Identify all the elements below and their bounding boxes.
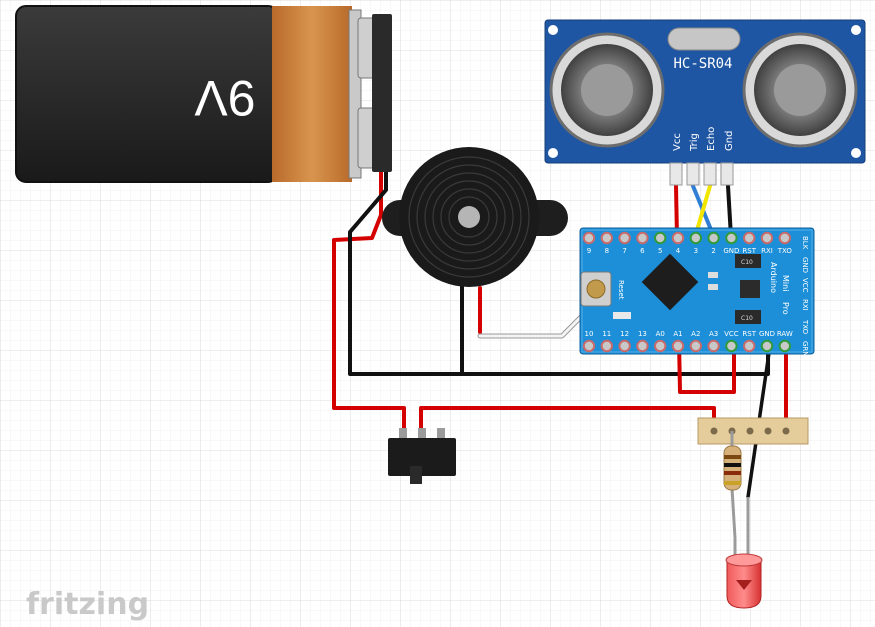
red-led[interactable] bbox=[725, 497, 763, 609]
resistor[interactable] bbox=[723, 431, 742, 539]
arduino-bottom-pin-label: 10 bbox=[585, 330, 594, 338]
arduino-bottom-pin-hole[interactable] bbox=[778, 339, 791, 353]
wire-battery-black[interactable] bbox=[348, 170, 464, 376]
arduino-top-header bbox=[582, 231, 791, 245]
arduino-bottom-pin-label: RAW bbox=[777, 330, 793, 338]
piezo-buzzer[interactable] bbox=[382, 147, 568, 287]
hc-sr04-sensor[interactable]: HC-SR04 Vcc Trig Echo Gnd bbox=[544, 19, 866, 186]
arduino-bottom-pin-hole[interactable] bbox=[671, 339, 685, 353]
arduino-top-pin-label: 4 bbox=[676, 247, 681, 255]
arduino-top-pin-hole[interactable] bbox=[654, 231, 667, 245]
sensor-model: HC-SR04 bbox=[673, 56, 732, 72]
arduino-bottom-pin-label: A1 bbox=[673, 330, 682, 338]
arduino-top-pin-hole[interactable] bbox=[636, 231, 649, 245]
fritzing-logo: fritzing bbox=[26, 587, 149, 622]
sensor-pin-gnd-label: Gnd bbox=[724, 131, 735, 151]
sensor-pin-trig[interactable] bbox=[686, 162, 700, 186]
arduino-bottom-pin-hole[interactable] bbox=[725, 339, 738, 353]
arduino-top-pin-hole[interactable] bbox=[725, 231, 738, 245]
arduino-bottom-pin-hole[interactable] bbox=[743, 339, 756, 353]
sensor-crystal bbox=[667, 27, 741, 51]
arduino-top-pin-hole[interactable] bbox=[707, 231, 720, 245]
arduino-bottom-pin-label: A2 bbox=[691, 330, 700, 338]
sensor-pin-gnd[interactable] bbox=[720, 162, 734, 186]
arduino-top-pin-label: GND bbox=[723, 247, 739, 255]
sensor-transducer-left bbox=[549, 32, 665, 148]
buzzer-center bbox=[458, 206, 480, 228]
arduino-bottom-pin-label: RST bbox=[742, 330, 756, 338]
sensor-pin-echo[interactable] bbox=[703, 162, 717, 186]
arduino-bottom-pin-hole[interactable] bbox=[689, 339, 702, 353]
battery-9v[interactable]: 9V bbox=[15, 5, 392, 183]
reset-label: Reset bbox=[617, 280, 625, 300]
arduino-bottom-pin-label: 11 bbox=[602, 330, 611, 338]
arduino-top-pin-label: RXI bbox=[761, 247, 773, 255]
arduino-bottom-pin-label: A3 bbox=[709, 330, 718, 338]
smd-resistor-3 bbox=[613, 312, 631, 319]
arduino-top-pin-hole[interactable] bbox=[582, 231, 596, 245]
board-text-pro: Pro bbox=[781, 302, 790, 315]
arduino-top-pin-label: 2 bbox=[711, 247, 715, 255]
arduino-right-pin-label: TXO bbox=[801, 319, 809, 335]
arduino-right-pin-label: BLK bbox=[801, 236, 809, 250]
capacitor-1 bbox=[735, 254, 761, 268]
arduino-bottom-pin-label: VCC bbox=[724, 330, 739, 338]
capacitor-1-label: C10 bbox=[741, 259, 753, 266]
slide-switch[interactable] bbox=[388, 428, 456, 484]
arduino-bottom-pin-label: 13 bbox=[638, 330, 647, 338]
smd-resistor-2 bbox=[708, 284, 718, 290]
arduino-top-pin-hole[interactable] bbox=[600, 231, 613, 245]
arduino-top-pin-hole[interactable] bbox=[778, 231, 791, 245]
arduino-top-pin-hole[interactable] bbox=[689, 231, 702, 245]
sensor-pin-echo-label: Echo bbox=[706, 127, 717, 151]
arduino-bottom-header bbox=[582, 339, 791, 353]
arduino-top-pin-hole[interactable] bbox=[743, 231, 756, 245]
arduino-top-pin-label: 9 bbox=[587, 247, 591, 255]
arduino-top-pin-label: TXO bbox=[777, 247, 793, 255]
arduino-right-pin-label: GRN bbox=[801, 341, 809, 357]
arduino-bottom-pin-hole[interactable] bbox=[654, 339, 667, 353]
arduino-top-pin-hole[interactable] bbox=[618, 231, 631, 245]
arduino-top-pin-label: 7 bbox=[622, 247, 626, 255]
arduino-bottom-pin-hole[interactable] bbox=[707, 339, 720, 353]
sensor-pin-trig-label: Trig bbox=[689, 133, 700, 152]
arduino-bottom-pin-label: 12 bbox=[620, 330, 629, 338]
arduino-bottom-pin-hole[interactable] bbox=[760, 339, 774, 353]
arduino-top-pin-label: 3 bbox=[694, 247, 698, 255]
strip-board bbox=[697, 417, 809, 445]
arduino-right-pin-label: VCC bbox=[801, 278, 809, 293]
arduino-right-pin-label: GND bbox=[801, 257, 809, 273]
arduino-bottom-pin-label: A0 bbox=[656, 330, 665, 338]
battery-label: 9V bbox=[194, 70, 256, 126]
sensor-pin-vcc-label: Vcc bbox=[672, 133, 683, 151]
wire-switch-led[interactable] bbox=[419, 406, 716, 432]
sensor-transducer-right bbox=[742, 32, 858, 148]
arduino-top-pin-label: 6 bbox=[640, 247, 645, 255]
switch-slider[interactable] bbox=[410, 466, 422, 484]
capacitor-2-label: C10 bbox=[741, 315, 753, 322]
board-text-mini: Mini bbox=[781, 275, 790, 291]
wire-battery-red[interactable] bbox=[332, 170, 406, 430]
regulator bbox=[740, 280, 760, 298]
arduino-top-pin-label: 5 bbox=[658, 247, 662, 255]
arduino-bottom-pin-hole[interactable] bbox=[636, 339, 649, 353]
sensor-pin-vcc[interactable] bbox=[669, 162, 683, 186]
capacitor-2 bbox=[735, 310, 761, 324]
arduino-bottom-pin-hole[interactable] bbox=[582, 339, 596, 353]
arduino-bottom-pin-hole[interactable] bbox=[618, 339, 631, 353]
arduino-top-pin-hole[interactable] bbox=[760, 231, 774, 245]
arduino-bottom-pin-hole[interactable] bbox=[600, 339, 613, 353]
arduino-right-pin-label: RXI bbox=[801, 299, 809, 311]
arduino-top-pin-label: 8 bbox=[605, 247, 609, 255]
smd-resistor-1 bbox=[708, 272, 718, 278]
arduino-top-pin-label: RST bbox=[742, 247, 756, 255]
board-text-arduino: Arduino bbox=[769, 262, 778, 293]
arduino-bottom-pin-label: GND bbox=[759, 330, 775, 338]
arduino-top-pin-hole[interactable] bbox=[671, 231, 685, 245]
